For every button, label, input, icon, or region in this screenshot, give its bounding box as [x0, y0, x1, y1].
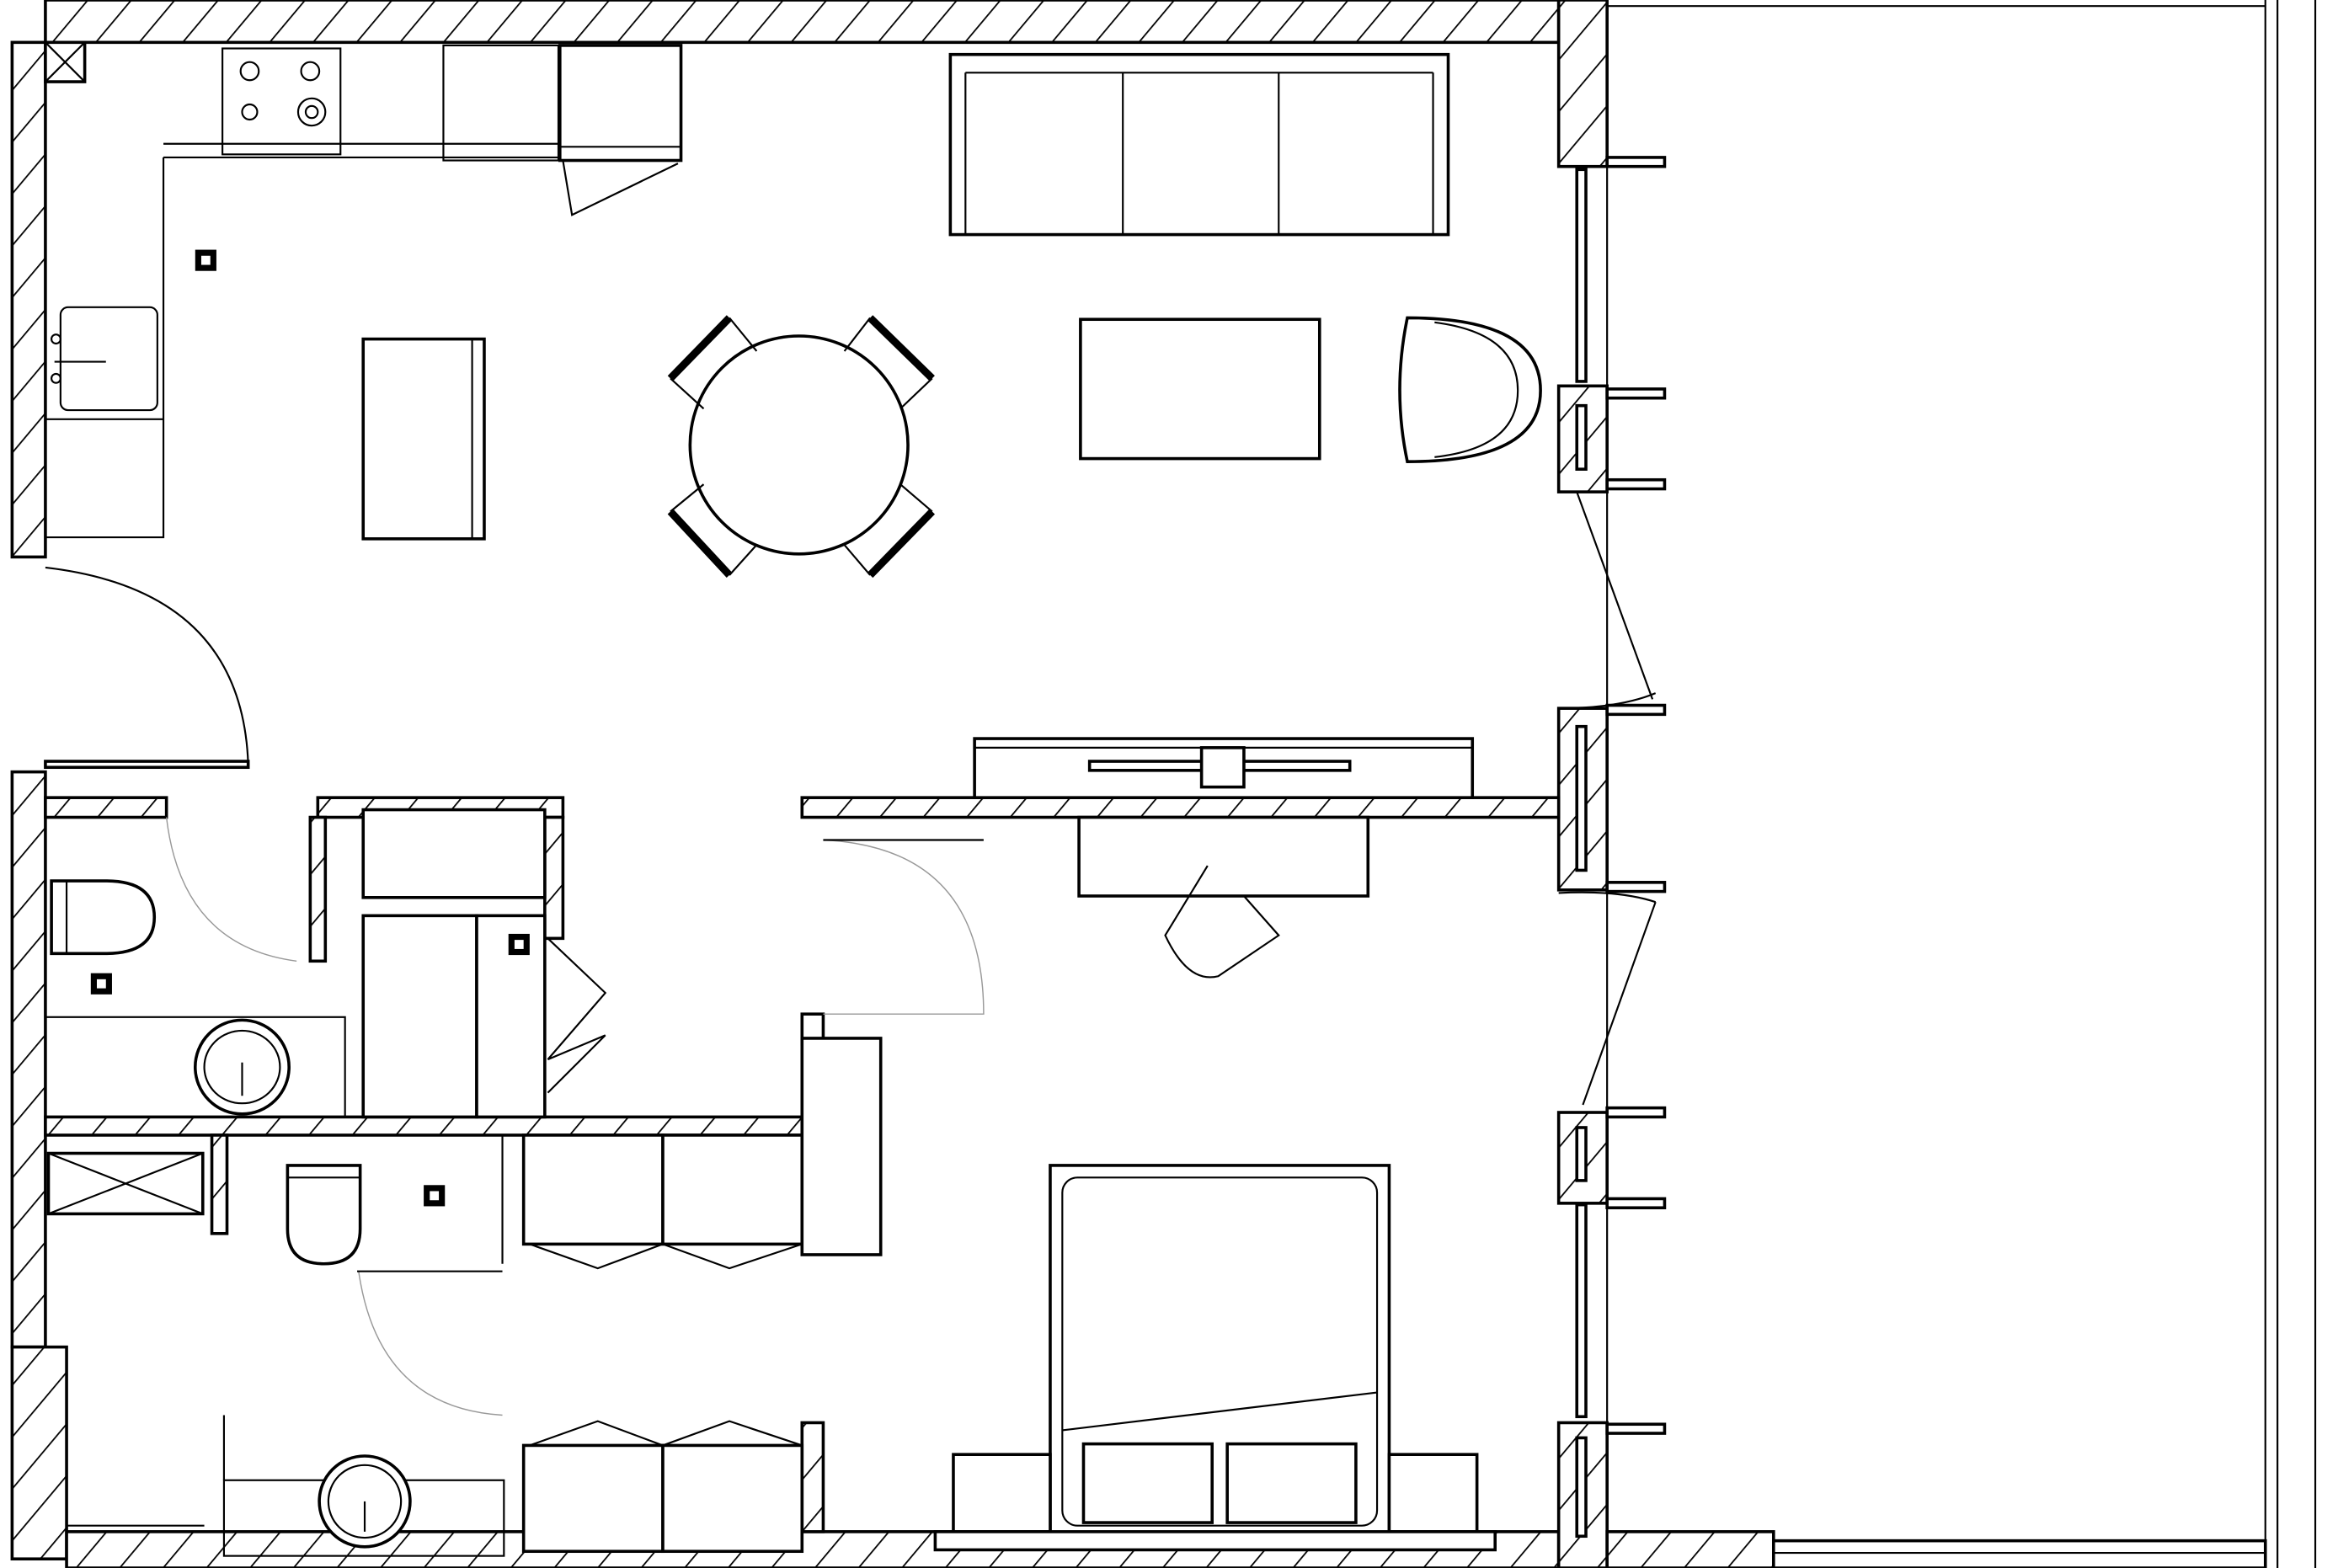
dining-table: [688, 334, 910, 556]
walls: [10, 0, 1775, 1568]
bathroom: [44, 808, 607, 1216]
kitchen-sink-icon: [59, 306, 158, 412]
living-area: [667, 52, 1542, 799]
gas-hob-icon: [222, 47, 342, 156]
sofa: [948, 52, 1450, 237]
dining-chairs: [667, 315, 936, 579]
nightstand: [1387, 1453, 1479, 1533]
balcony: [1605, 0, 2317, 1568]
armchair: [1398, 316, 1542, 463]
nightstand: [952, 1453, 1052, 1533]
windows: [1558, 168, 1657, 1539]
pillow: [1081, 1442, 1214, 1524]
vanity-cabinet: [361, 808, 547, 899]
bedroom: [521, 815, 1497, 1554]
wardrobe: [521, 1133, 665, 1246]
washing-machine: [361, 914, 478, 1119]
toilet-icon: [50, 879, 157, 956]
entry-door: [44, 566, 250, 770]
toilet-icon: [286, 1164, 362, 1266]
kitchen-island: [361, 337, 486, 541]
pillow: [1225, 1442, 1358, 1524]
desk: [1077, 815, 1370, 898]
second-bathroom: [67, 1134, 505, 1557]
desk-chair: [1164, 865, 1280, 979]
wardrobe-tall: [800, 1037, 883, 1256]
coffee-table: [1079, 317, 1321, 461]
kitchen: [44, 40, 683, 541]
